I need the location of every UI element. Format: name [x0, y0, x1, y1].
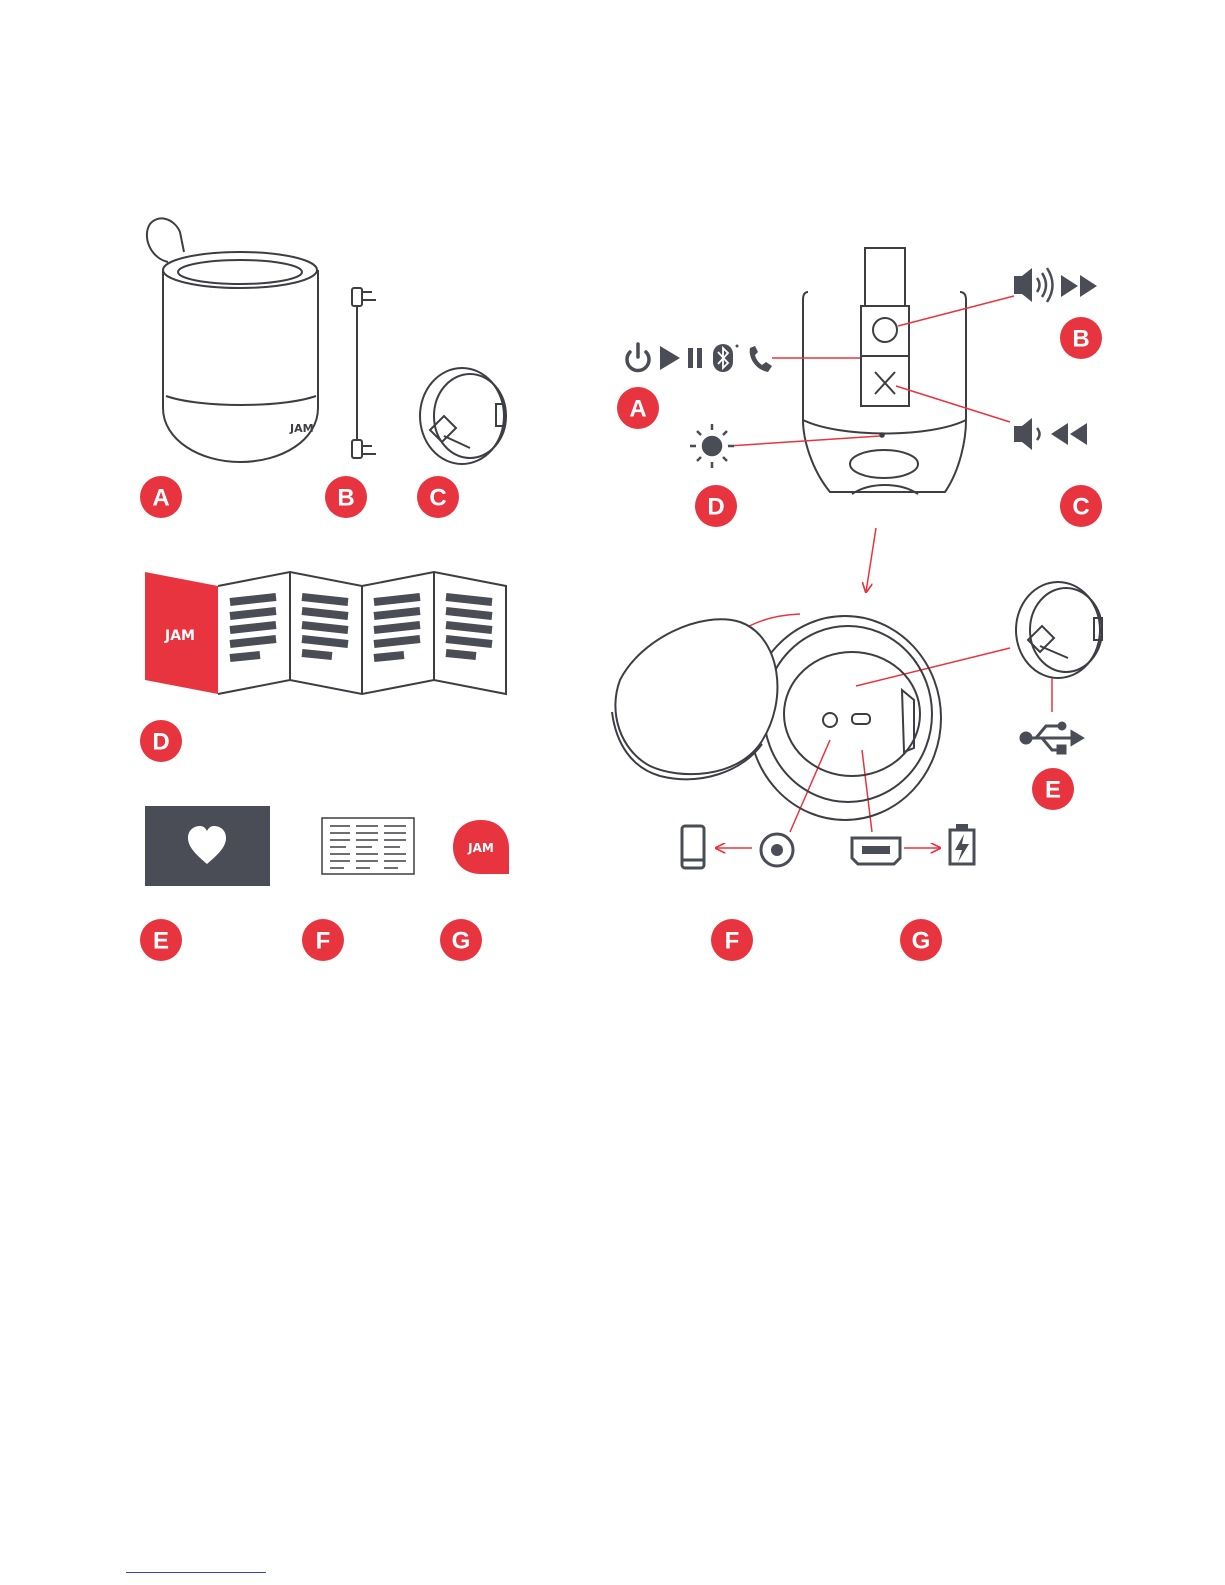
rewind-icon — [1051, 423, 1087, 445]
play-icon — [660, 346, 680, 370]
controls-label-f: F — [725, 928, 740, 955]
jam-sticker-icon: JAM — [453, 820, 509, 874]
foldout-logo: JAM — [164, 628, 195, 644]
foldout-guide-icon: JAM — [145, 572, 506, 694]
aux-cable-icon — [352, 288, 376, 458]
volume-up-icon — [1014, 268, 1053, 302]
contents-label-e: E — [153, 928, 169, 955]
controls-label-d: D — [707, 494, 724, 521]
speaker-base-open-icon — [749, 616, 941, 820]
contents-label-c: C — [429, 485, 446, 512]
phone-icon — [750, 346, 772, 372]
power-icon — [627, 344, 649, 371]
controls-label-e: E — [1045, 777, 1061, 804]
controls-label-b: B — [1072, 326, 1089, 353]
controls-panel: A B C D E F G — [612, 248, 1102, 961]
contents-label-d: D — [152, 729, 169, 756]
pause-icon — [688, 348, 702, 368]
leaflet-icon — [322, 818, 414, 874]
speaker-logo-mark: JAM — [289, 422, 314, 435]
controls-label-g: G — [912, 928, 931, 955]
speaker-body-icon: JAM — [147, 218, 318, 462]
contents-labels: A B C D E F G — [140, 476, 482, 961]
battery-charging-icon — [950, 824, 974, 864]
contents-label-f: F — [316, 928, 331, 955]
led-light-icon — [690, 424, 734, 468]
bluetooth-icon — [713, 344, 739, 372]
controls-label-a: A — [629, 396, 646, 423]
footer-link-underline — [126, 1572, 266, 1573]
contents-label-g: G — [452, 928, 471, 955]
micro-usb-port-icon — [852, 838, 900, 864]
volume-down-icon — [1014, 418, 1040, 450]
usb-cable-coil-icon — [1016, 582, 1102, 678]
controls-label-c: C — [1072, 494, 1089, 521]
sticker-logo: JAM — [467, 841, 494, 855]
contents-panel: JAM JAM — [140, 218, 509, 961]
aux-port-icon — [761, 834, 793, 866]
fast-forward-icon — [1061, 275, 1097, 297]
smartphone-icon — [682, 826, 704, 868]
base-cap-lid-icon — [612, 619, 777, 779]
contents-label-b: B — [337, 485, 354, 512]
heart-card-icon — [145, 806, 270, 886]
speaker-back-icon — [803, 248, 966, 494]
usb-cable-coil-icon — [420, 368, 506, 464]
usb-icon — [1021, 723, 1082, 753]
contents-label-a: A — [152, 485, 169, 512]
